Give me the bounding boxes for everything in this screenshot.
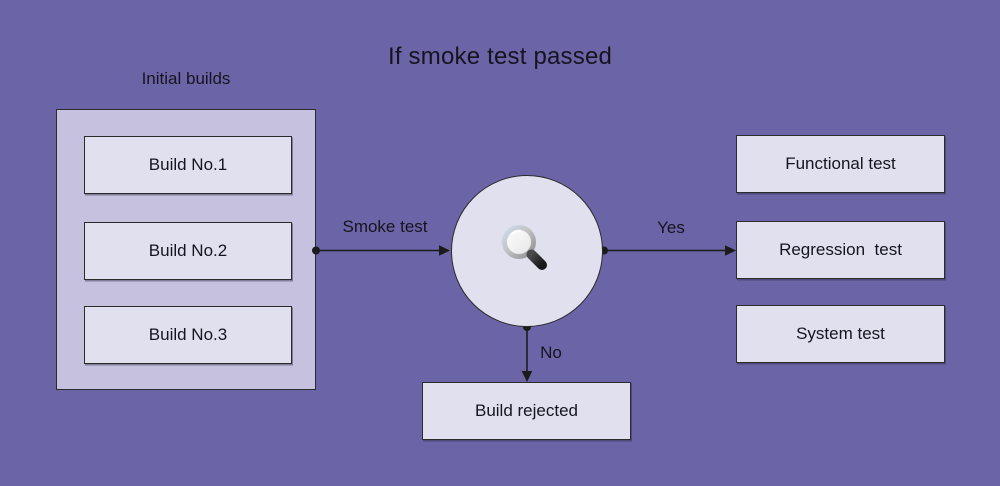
- outcome-node-system-label: System test: [796, 324, 885, 343]
- build-node-1-label: Build No.1: [148, 155, 228, 174]
- diagram-title: If smoke test passed: [387, 43, 613, 70]
- rejected-node-label: Build rejected: [474, 401, 578, 420]
- edge-label-yes: Yes: [657, 218, 685, 237]
- decision-node: [451, 175, 603, 327]
- outcome-node-functional-label: Functional test: [785, 154, 896, 173]
- edge-label-smoke-test: Smoke test: [342, 217, 428, 236]
- arrowhead-yes: [725, 245, 736, 256]
- outcome-node-system: System test: [736, 305, 945, 363]
- arrowhead-smoke-test: [439, 245, 450, 256]
- build-node-2: Build No.2: [84, 222, 292, 280]
- arrowhead-no: [521, 371, 533, 382]
- build-node-3: Build No.3: [84, 306, 292, 364]
- edge-label-no: No: [540, 343, 562, 362]
- builds-group: Build No.1 Build No.2 Build No.3: [56, 109, 316, 390]
- build-node-3-label: Build No.3: [148, 325, 228, 344]
- magnifier-handle: [526, 249, 547, 270]
- outcome-node-regression: Regression test: [736, 221, 945, 279]
- builds-group-label: Initial builds: [141, 69, 231, 88]
- build-node-1: Build No.1: [84, 136, 292, 194]
- magnifier-highlight: [510, 229, 522, 236]
- magnifier-icon: [502, 225, 547, 270]
- outcome-node-functional: Functional test: [736, 135, 945, 193]
- outcome-node-regression-label: Regression test: [779, 240, 902, 259]
- build-node-2-label: Build No.2: [148, 241, 228, 260]
- rejected-node: Build rejected: [422, 382, 631, 440]
